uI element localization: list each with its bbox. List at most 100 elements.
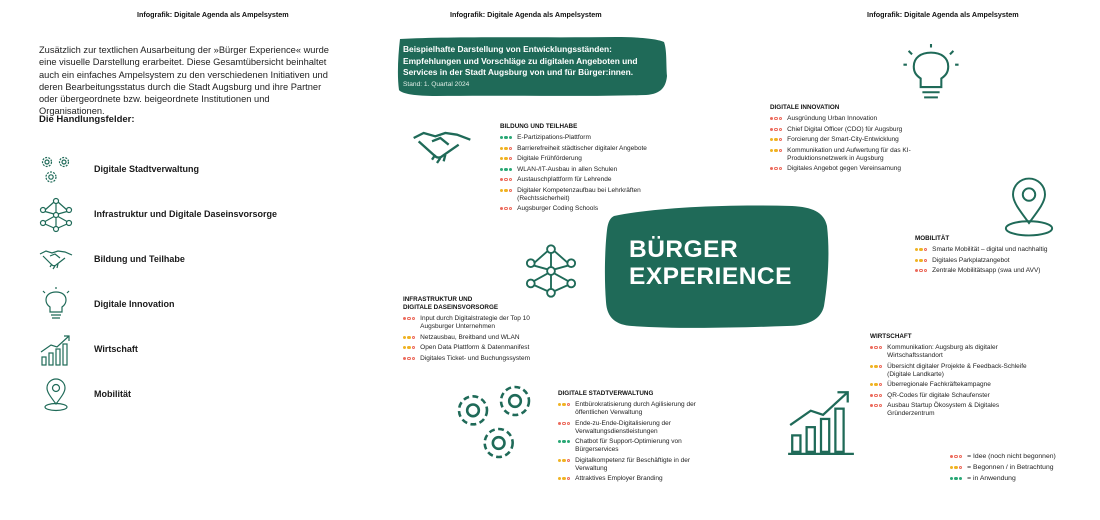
field-innovation: Digitale Innovation	[38, 287, 338, 323]
item-text: Austauschplattform für Lehrende	[517, 176, 612, 183]
status-dot	[411, 317, 416, 321]
item-text: Zentrale Mobilitätsapp (swa und AVV)	[932, 267, 1041, 274]
field-label: Wirtschaft	[94, 344, 138, 354]
fields-heading: Die Handlungsfelder:	[39, 114, 135, 125]
status-dots-idea	[403, 356, 416, 360]
location-pin-icon	[44, 378, 68, 412]
list-item: Attraktives Employer Branding	[558, 475, 708, 483]
stand-text: Stand: 1. Quartal 2024	[403, 81, 470, 88]
status-dots-idea	[950, 455, 963, 459]
status-dot	[870, 393, 874, 397]
center-label-line2: EXPERIENCE	[629, 263, 792, 290]
status-dot	[778, 148, 783, 152]
list-item: Augsburger Coding Schools	[500, 205, 680, 213]
item-text: Entbürokratisierung durch Agilisierung d…	[575, 401, 696, 416]
item-text: = Idee (noch nicht begonnen)	[967, 453, 1056, 460]
status-dots-started	[770, 138, 783, 142]
status-dot	[508, 146, 513, 150]
list-item: Digitales Parkplatzangebot	[915, 257, 1085, 265]
status-dots-started	[403, 335, 416, 339]
status-dot	[958, 466, 963, 470]
item-text: Ausgründung Urban Innovation	[787, 115, 878, 122]
status-dots-idea	[870, 404, 883, 408]
list-item: Ausgründung Urban Innovation	[770, 115, 950, 123]
status-dots-in_use	[558, 440, 571, 444]
item-text: Kommunikation: Augsburg als digitaler Wi…	[887, 344, 998, 359]
field-label: Digitale Stadtverwaltung	[94, 164, 200, 174]
field-mobilitaet: Mobilität	[38, 377, 338, 413]
list-item: Netzausbau, Breitband und WLAN	[403, 334, 553, 342]
status-dot	[950, 466, 954, 470]
status-dots-started	[558, 403, 571, 407]
list-item: = Idee (noch nicht begonnen)	[950, 453, 1056, 461]
item-text: Open Data Plattform & Datenmanifest	[420, 344, 530, 351]
status-dot	[558, 440, 562, 444]
status-dot	[915, 258, 919, 262]
item-text: Attraktives Employer Branding	[575, 475, 663, 482]
list-item: Digitales Ticket- und Buchungssystem	[403, 355, 553, 363]
growth-chart-icon	[788, 391, 854, 456]
network-icon	[39, 197, 73, 233]
item-text: Forcierung der Smart-City-Entwicklung	[787, 136, 899, 143]
status-dots-idea	[403, 317, 416, 321]
status-dots-idea	[558, 421, 571, 425]
status-dots-started	[770, 148, 783, 152]
status-dots-idea	[915, 269, 928, 273]
status-dot	[407, 346, 411, 350]
status-dot	[508, 188, 513, 192]
status-dot	[500, 146, 504, 150]
status-dot	[770, 138, 774, 142]
status-dot	[500, 136, 504, 140]
item-text: Digitaler Kompetenzaufbau bei Lehrkräfte…	[517, 186, 641, 202]
status-dots-in_use	[500, 136, 513, 140]
growth-chart-icon	[40, 335, 70, 366]
status-dot	[870, 364, 874, 368]
list-item: Kommunikation und Aufwertung für das KI-…	[770, 147, 950, 163]
status-dot	[778, 117, 783, 121]
field-label: Mobilität	[94, 389, 131, 399]
section-bildung: BILDUNG UND TEILHABE E-Partizipations-Pl…	[500, 123, 680, 216]
status-dots-started	[500, 146, 513, 150]
status-dot	[874, 404, 878, 408]
status-dot	[919, 258, 923, 262]
item-text: Ende-zu-Ende-Digitalisierung der Verwalt…	[575, 419, 671, 435]
list-item: Kommunikation: Augsburg als digitaler Wi…	[870, 344, 1030, 360]
list-item: Ende-zu-Ende-Digitalisierung der Verwalt…	[558, 420, 708, 436]
item-text: Input durch Digitalstrategie der Top 10 …	[420, 315, 530, 330]
brush-background	[604, 205, 829, 328]
status-dot	[403, 335, 407, 339]
status-dot	[566, 421, 571, 425]
list-item: Digitale Frühförderung	[500, 155, 680, 163]
status-dots-idea	[770, 117, 783, 121]
status-dots-started	[870, 364, 883, 368]
item-text: = in Anwendung	[967, 475, 1016, 482]
status-dot	[958, 455, 963, 459]
status-dot	[558, 477, 562, 481]
section-mobilitaet: MOBILITÄT Smarte Mobilität – digital und…	[915, 235, 1085, 278]
status-dot	[774, 148, 778, 152]
field-label: Digitale Innovation	[94, 299, 175, 309]
list-item: Zentrale Mobilitätsapp (swa und AVV)	[915, 267, 1085, 275]
section-title: MOBILITÄT	[915, 235, 950, 242]
status-dot	[950, 455, 954, 459]
status-dot	[770, 127, 774, 131]
item-text: WLAN-/IT-Ausbau in allen Schulen	[517, 165, 618, 173]
status-dot	[778, 167, 783, 171]
status-dot	[504, 188, 508, 192]
list-item: Forcierung der Smart-City-Entwicklung	[770, 136, 950, 144]
section-title: WIRTSCHAFT	[870, 333, 912, 340]
item-text: Digitales Ticket- und Buchungssystem	[420, 354, 530, 362]
status-dots-idea	[500, 207, 513, 211]
status-dot	[778, 127, 783, 131]
item-text: Digitales Angebot gegen Vereinsamung	[787, 165, 902, 172]
list-item: Open Data Plattform & Datenmanifest	[403, 344, 553, 352]
field-label: Bildung und Teilhabe	[94, 254, 185, 264]
status-dot	[915, 269, 919, 273]
list-item: QR-Codes für digitale Schaufenster	[870, 392, 1030, 400]
network-icon	[525, 244, 577, 298]
page-header-right: Infografik: Digitale Agenda als Ampelsys…	[867, 10, 1019, 19]
status-dot	[870, 346, 874, 350]
field-digitale-stadtverwaltung: Digitale Stadtverwaltung	[38, 152, 338, 188]
status-dot	[770, 167, 774, 171]
item-text: Kommunikation und Aufwertung für das KI-…	[787, 146, 911, 162]
